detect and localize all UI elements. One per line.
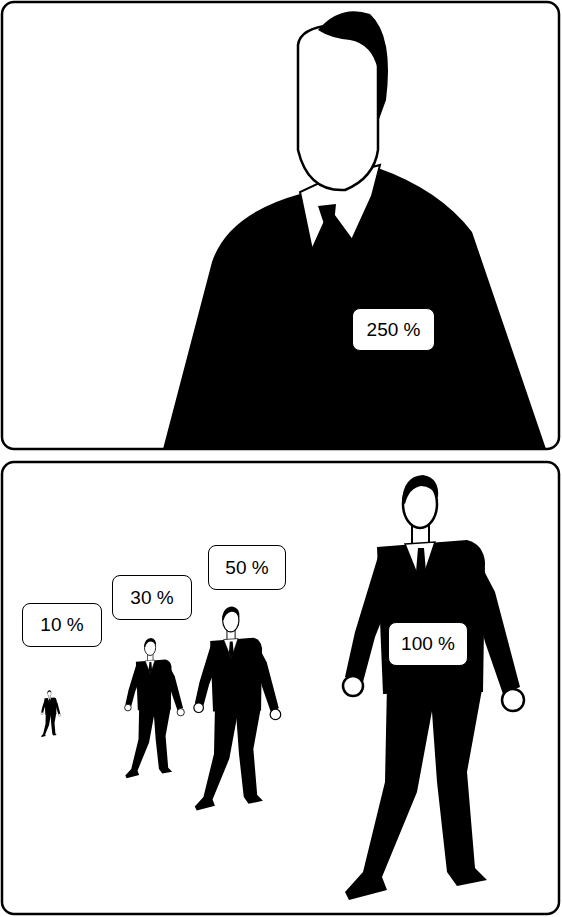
- zoom-label-box: 50 %: [208, 545, 286, 590]
- walking-man: [125, 638, 185, 778]
- zoom-percentage: 30 %: [130, 587, 173, 609]
- zoom-label-box: 30 %: [112, 575, 192, 620]
- face: [298, 25, 378, 190]
- zoom-percentage: 10 %: [40, 614, 83, 636]
- zoom-label-box: 250 %: [352, 308, 435, 351]
- tie: [314, 204, 340, 312]
- panel-frame: [2, 462, 559, 914]
- large-man: [163, 11, 546, 449]
- zoom-percentage: 50 %: [225, 557, 268, 579]
- zoom-label-box: 100 %: [388, 622, 468, 666]
- panel-frame: [2, 2, 559, 449]
- hair: [318, 11, 388, 122]
- zoom-label-box: 10 %: [22, 603, 102, 647]
- walking-man: [41, 690, 61, 737]
- walking-man: [343, 475, 524, 900]
- zoom-percentage: 100 %: [401, 633, 455, 655]
- walking-man: [194, 606, 281, 810]
- zoom-percentage: 250 %: [367, 319, 421, 341]
